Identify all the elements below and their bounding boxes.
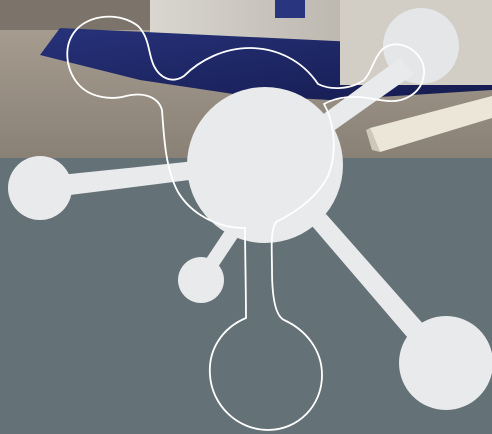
left-node <box>8 156 72 220</box>
bottom-right-node <box>399 316 492 410</box>
top-right-node <box>383 8 459 84</box>
connector-left <box>60 160 205 196</box>
small-node <box>178 257 224 303</box>
